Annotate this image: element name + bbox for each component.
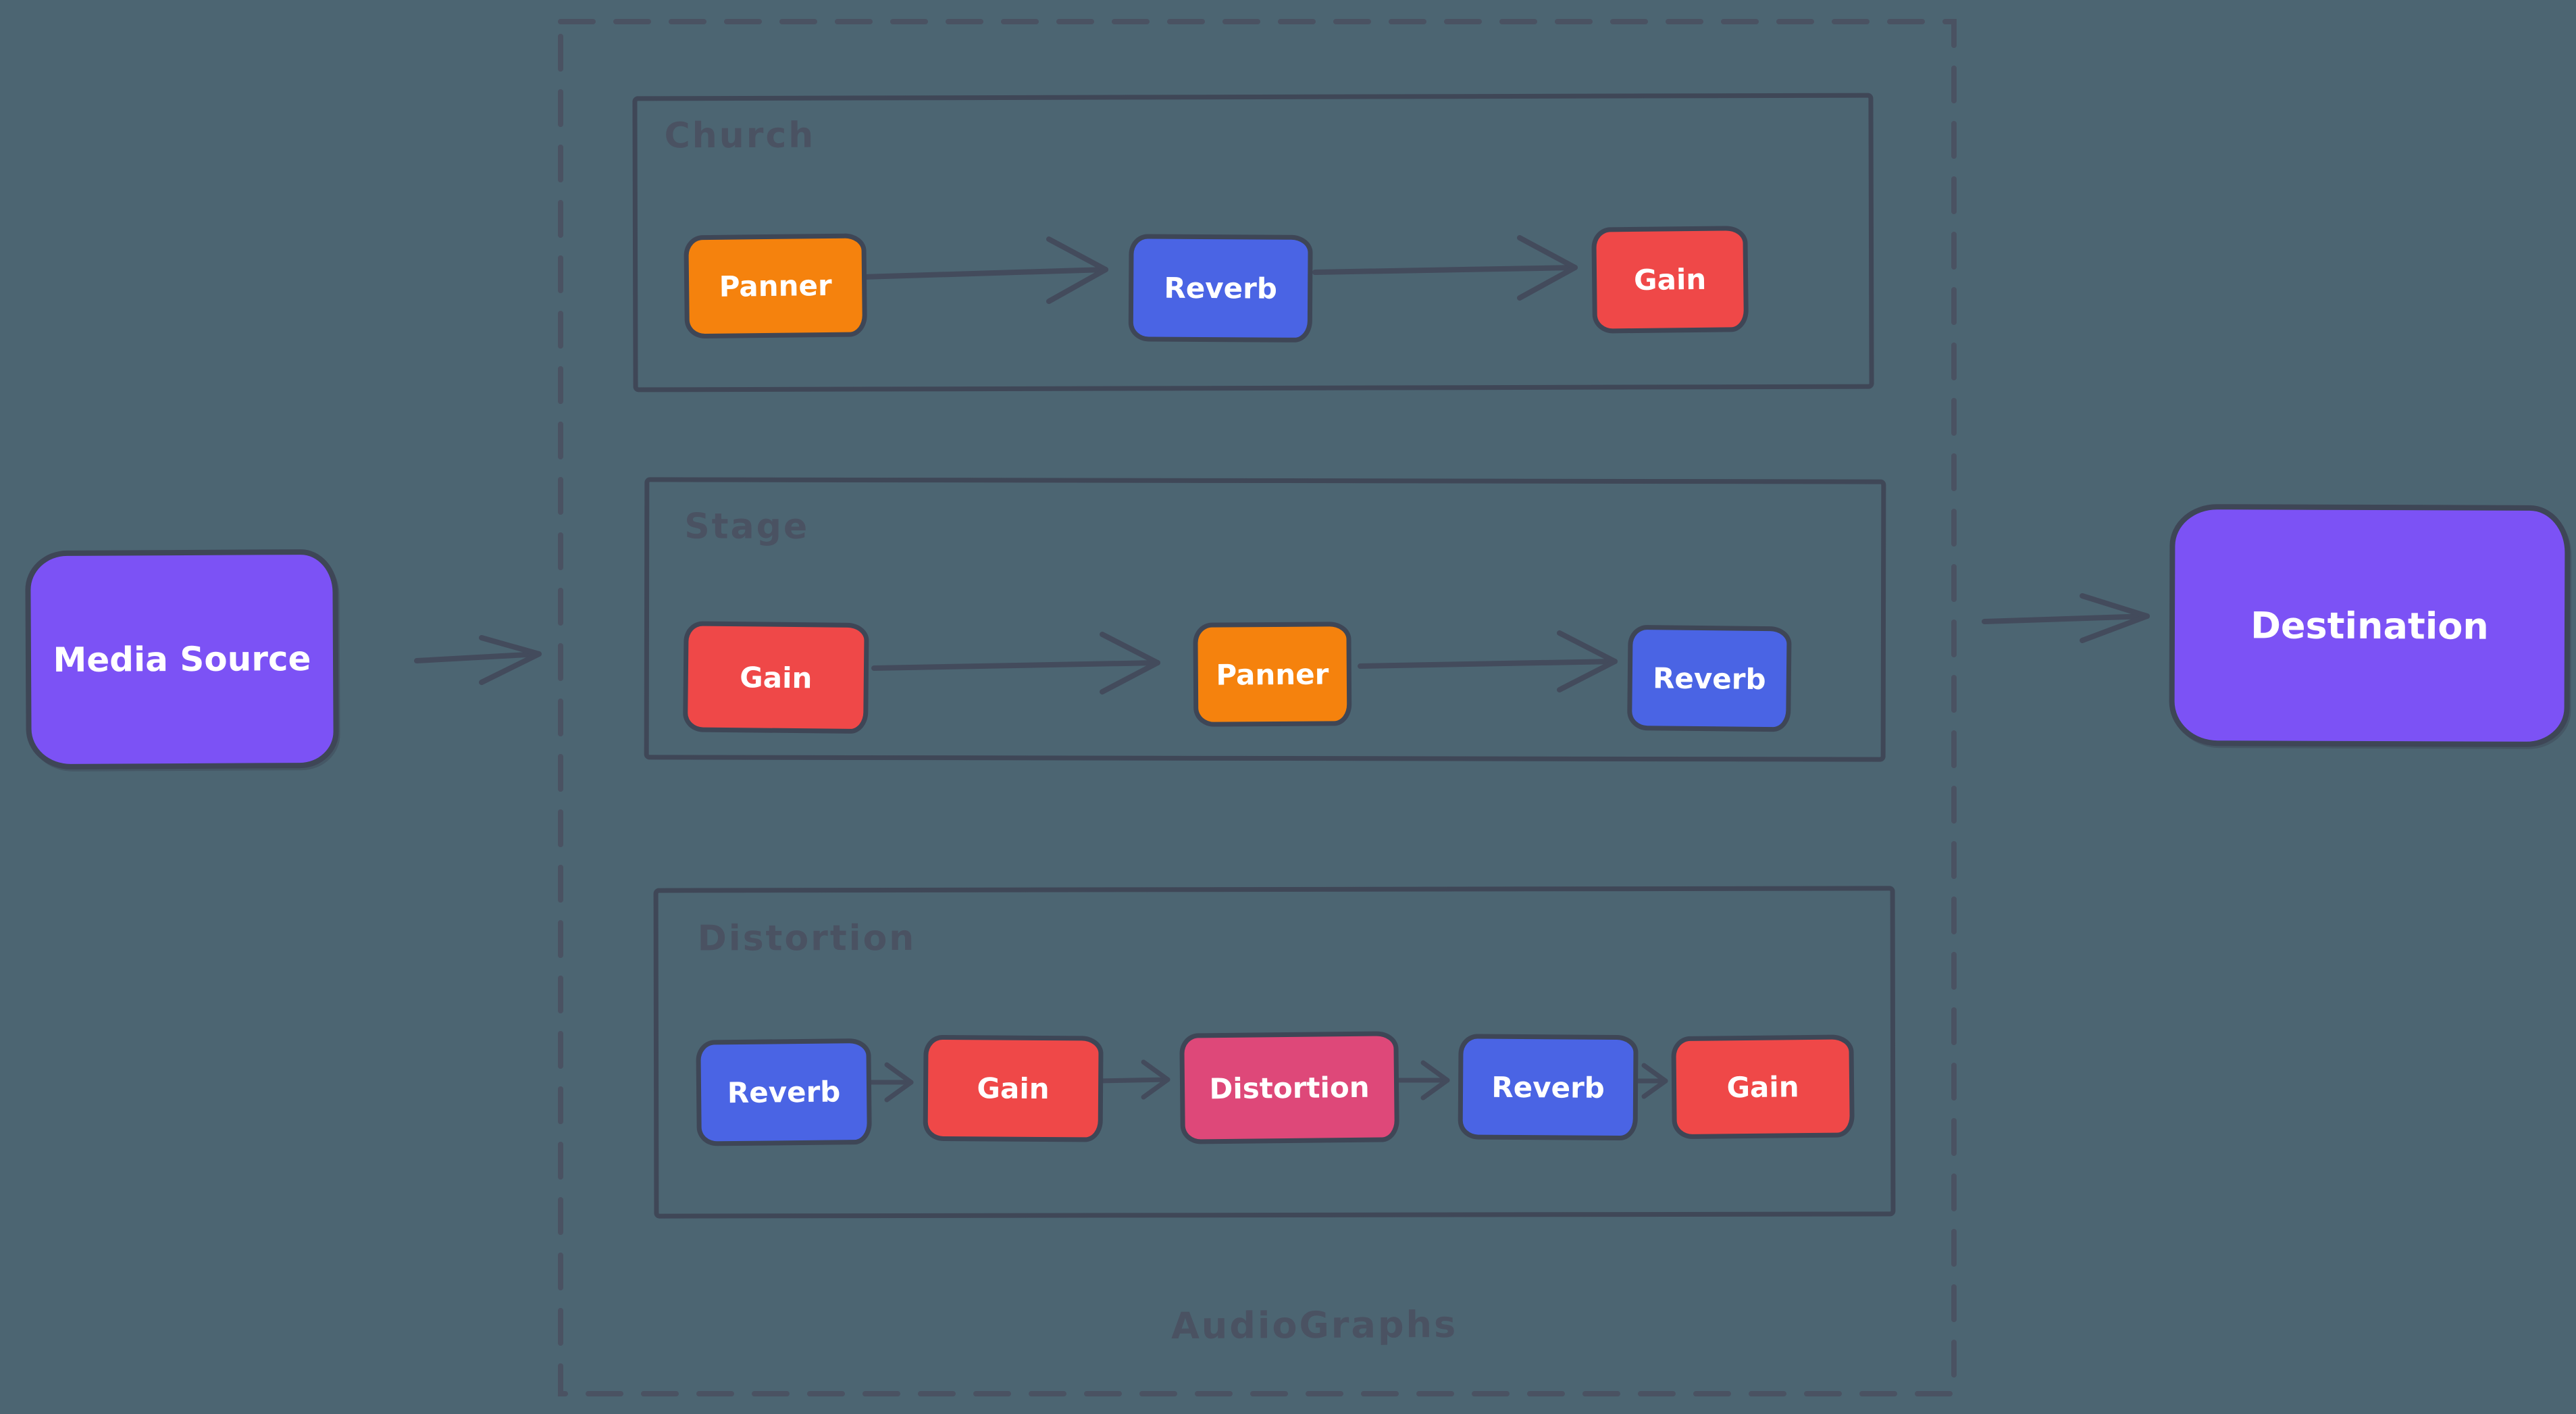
group-label-church: Church: [664, 115, 816, 157]
node-label: Panner: [1216, 657, 1329, 692]
arrow-church-reverb-to-gain[interactable]: [1312, 235, 1578, 301]
arrow-source-to-audiographs[interactable]: [414, 635, 542, 685]
arrow-audiographs-to-destination[interactable]: [1982, 593, 2150, 643]
node-gain[interactable]: Gain: [1591, 226, 1749, 334]
media-source-node[interactable]: Media Source: [25, 549, 339, 770]
node-label: Reverb: [727, 1075, 841, 1110]
node-distortion[interactable]: Distortion: [1179, 1031, 1399, 1144]
node-reverb[interactable]: Reverb: [1458, 1034, 1639, 1141]
node-label: Panner: [719, 268, 832, 303]
node-gain[interactable]: Gain: [1671, 1034, 1855, 1140]
arrow-stage-gain-to-panner[interactable]: [871, 632, 1160, 695]
arrow-distortion-gain-to-distortion[interactable]: [1094, 1059, 1170, 1100]
group-box-church[interactable]: Church Panner Reverb Gain: [632, 93, 1874, 393]
group-label-distortion: Distortion: [697, 917, 917, 959]
node-panner[interactable]: Panner: [684, 233, 868, 339]
node-panner[interactable]: Panner: [1193, 622, 1352, 727]
arrow-distortion-reverb-to-gain2[interactable]: [1632, 1063, 1668, 1099]
node-label: Reverb: [1491, 1070, 1605, 1105]
destination-node[interactable]: Destination: [2169, 503, 2571, 748]
node-label: Gain: [1726, 1069, 1799, 1104]
node-gain[interactable]: Gain: [682, 621, 869, 734]
node-reverb[interactable]: Reverb: [1128, 234, 1313, 343]
audiographs-container-label: AudioGraphs: [1170, 1303, 1458, 1348]
node-label: Gain: [977, 1071, 1050, 1106]
destination-label: Destination: [2250, 603, 2489, 648]
node-reverb[interactable]: Reverb: [696, 1038, 872, 1146]
arrow-church-panner-to-reverb[interactable]: [860, 236, 1108, 304]
arrow-stage-panner-to-reverb[interactable]: [1358, 630, 1618, 692]
node-label: Gain: [1633, 262, 1707, 297]
arrow-distortion-distortion-to-reverb[interactable]: [1389, 1060, 1450, 1101]
node-gain[interactable]: Gain: [923, 1034, 1104, 1142]
audiographs-dashed-border[interactable]: [558, 19, 1957, 1396]
media-source-label: Media Source: [53, 639, 311, 680]
node-label: Reverb: [1164, 271, 1278, 305]
node-label: Distortion: [1209, 1070, 1370, 1105]
group-label-stage: Stage: [684, 506, 810, 547]
node-reverb[interactable]: Reverb: [1627, 624, 1792, 732]
group-box-stage[interactable]: Stage Gain Panner Reverb: [644, 477, 1886, 762]
node-label: Gain: [740, 660, 813, 695]
node-label: Reverb: [1652, 661, 1766, 696]
group-box-distortion[interactable]: Distortion Reverb Gain Distortion Reverb…: [653, 886, 1896, 1219]
